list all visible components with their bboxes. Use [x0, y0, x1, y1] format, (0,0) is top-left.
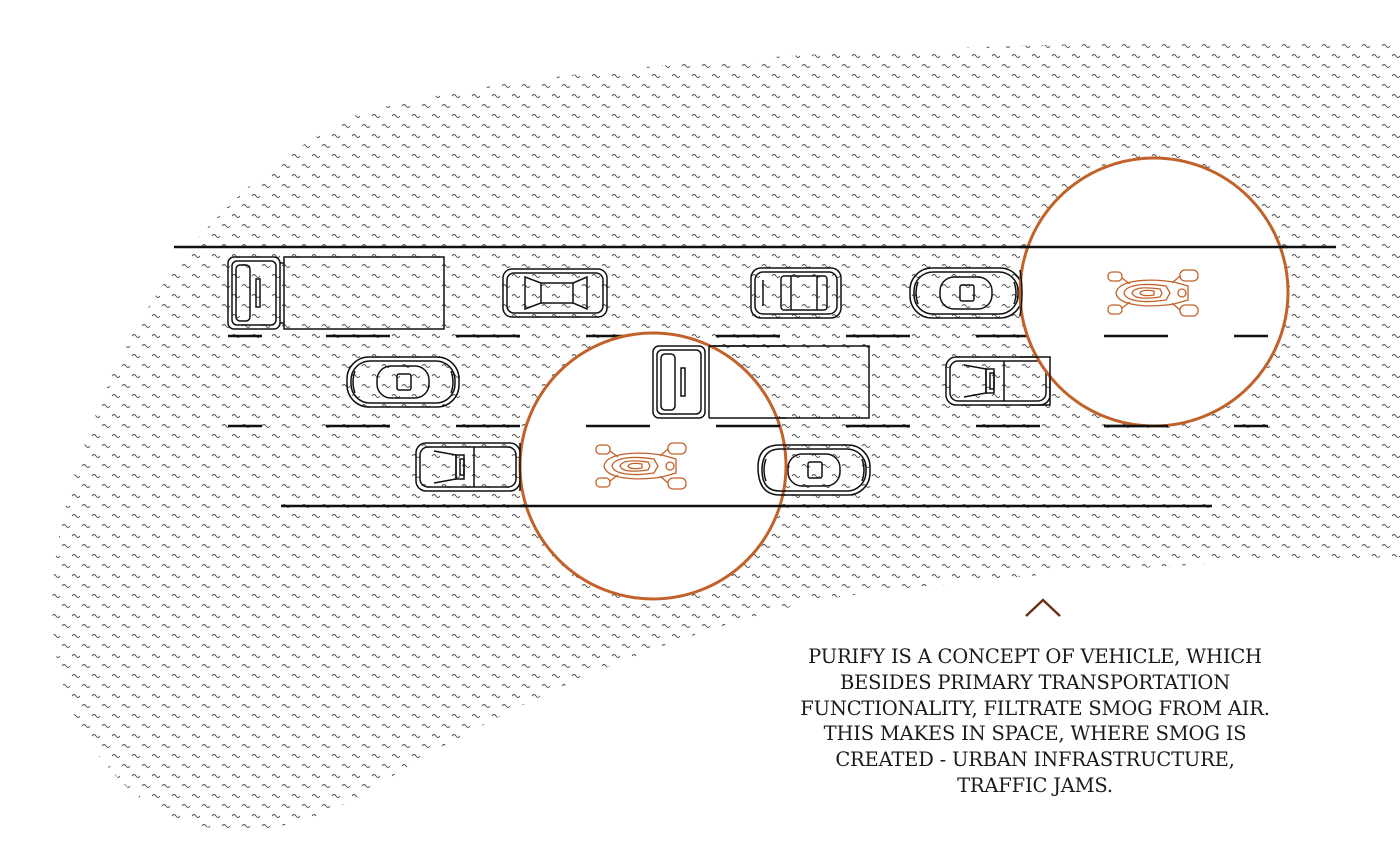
caption-line: THIS MAKES IN SPACE, WHERE SMOG IS — [823, 722, 1247, 746]
van-vehicle-partial — [1020, 356, 1051, 406]
caption-line: BESIDES PRIMARY TRANSPORTATION — [839, 670, 1231, 694]
chevron-up-icon[interactable] — [1024, 596, 1062, 618]
caption-line: TRAFFIC JAMS. — [957, 773, 1113, 797]
concept-description: PURIFY IS A CONCEPT OF VEHICLE, WHICH BE… — [780, 644, 1290, 799]
caption-line: CREATED - URBAN INFRASTRUCTURE, — [835, 748, 1235, 772]
caption-line: PURIFY IS A CONCEPT OF VEHICLE, WHICH — [808, 645, 1262, 668]
round-car-vehicle-partial — [757, 444, 786, 496]
caption-line: FUNCTIONALITY, FILTRATE SMOG FROM AIR. — [800, 696, 1270, 720]
truck-vehicle-partial — [652, 345, 786, 419]
round-car-vehicle-partial — [1019, 269, 1023, 317]
lane-markings-inner — [586, 334, 1268, 428]
